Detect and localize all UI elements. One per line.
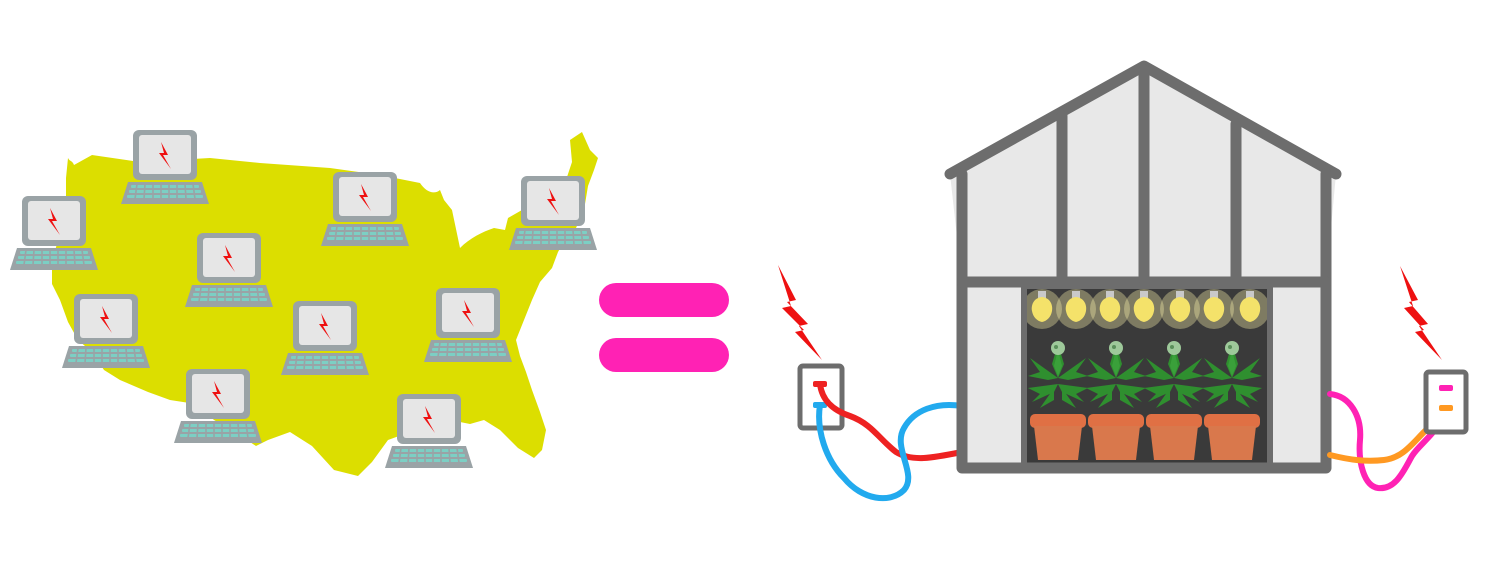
laptop-icon [61, 293, 151, 369]
laptop-icon [9, 195, 99, 271]
red-cord [817, 381, 965, 462]
laptop-icon [120, 129, 210, 205]
flower-pot-icon [1204, 414, 1260, 460]
laptop-icon [423, 287, 513, 363]
lightning-bolt-icon [778, 265, 822, 360]
flower-pot-icon [1146, 414, 1202, 460]
laptop-icon [173, 368, 263, 444]
laptop-icon [280, 300, 370, 376]
laptop-icon [184, 232, 274, 308]
laptop-icon [384, 393, 474, 469]
laptop-icon [320, 171, 410, 247]
lightning-bolt-icon [1400, 266, 1442, 360]
light-bulb-icon [1230, 289, 1270, 329]
blue-cord [816, 402, 965, 502]
laptop-icon [508, 175, 598, 251]
flower-pot-icon [1030, 414, 1086, 460]
light-bulb-icon [1194, 289, 1234, 329]
power-outlet-icon [1423, 369, 1469, 435]
light-bulb-icon [1124, 289, 1164, 329]
flower-pot-icon [1088, 414, 1144, 460]
equals-sign-icon [599, 283, 729, 372]
pink-cord [1327, 389, 1451, 492]
greenhouse-icon [944, 60, 1342, 474]
